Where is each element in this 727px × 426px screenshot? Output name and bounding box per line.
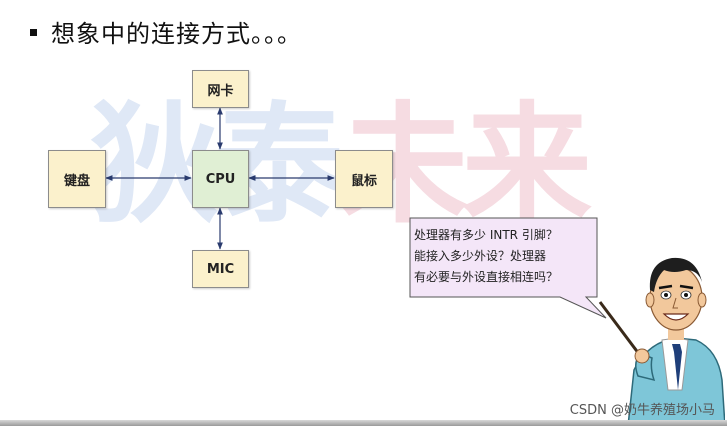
keyboard-box: 键盘: [48, 150, 106, 208]
network-card-label: 网卡: [207, 83, 234, 99]
teacher-illustration: [598, 257, 725, 426]
bullet-icon: [30, 28, 37, 36]
keyboard-label: 键盘: [63, 173, 90, 189]
cpu-box: CPU: [192, 150, 249, 208]
mic-box: MIC: [192, 250, 249, 288]
mouse-box: 鼠标: [335, 150, 393, 208]
cpu-label: CPU: [205, 171, 236, 187]
mouse-label: 鼠标: [350, 173, 377, 189]
speech-bubble-text: 处理器有多少 INTR 引脚？ 能接入多少外设？处理器 有必要与外设直接相连吗？: [414, 225, 594, 288]
csdn-credit: CSDN @奶牛养殖场小马: [569, 403, 715, 418]
bubble-line-1: 处理器有多少 INTR 引脚？: [414, 228, 558, 242]
bubble-line-2: 能接入多少外设？处理器: [414, 249, 547, 263]
mic-label: MIC: [206, 261, 235, 277]
network-card-box: 网卡: [192, 70, 249, 108]
footer-bar: [0, 420, 727, 426]
bubble-line-3: 有必要与外设直接相连吗？: [414, 270, 559, 284]
slide-title-text: 想象中的连接方式。。。: [51, 20, 302, 48]
slide-title: 想象中的连接方式。。。: [30, 14, 302, 49]
